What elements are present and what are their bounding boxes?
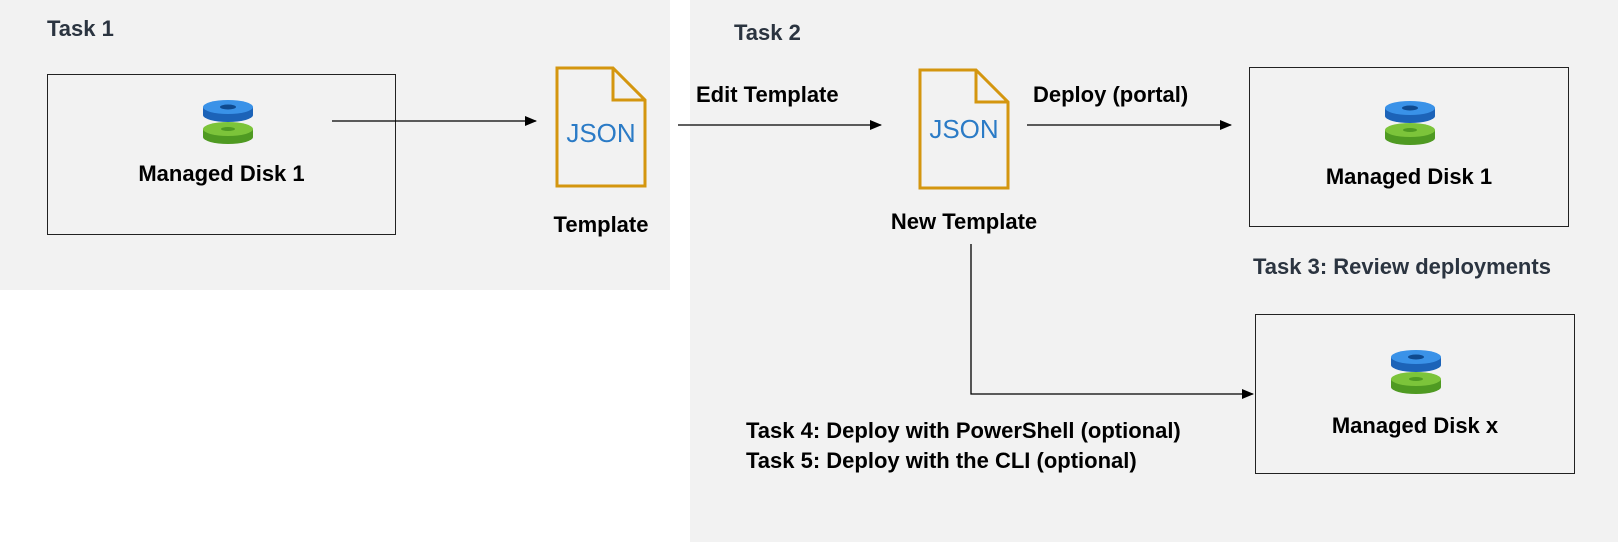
json-file-icon: JSON [555, 66, 647, 188]
json-text: JSON [929, 114, 998, 144]
task1-title: Task 1 [47, 16, 114, 41]
task2-title: Task 2 [734, 20, 801, 45]
new-template-label: New Template [890, 209, 1038, 234]
json-file-icon: JSON [918, 68, 1010, 190]
managed-disk-1-label: Managed Disk 1 [1325, 164, 1493, 189]
managed-disk-1-box: Managed Disk 1 [1249, 67, 1569, 227]
managed-disk-x-box: Managed Disk x [1255, 314, 1575, 474]
managed-disk-icon [203, 100, 253, 144]
json-text: JSON [566, 118, 635, 148]
template-label: Template [553, 212, 649, 237]
task5-label: Task 5: Deploy with the CLI (optional) [746, 448, 1137, 473]
edit-template-label: Edit Template [696, 82, 839, 107]
managed-disk-icon [1385, 101, 1435, 145]
managed-disk-x-label: Managed Disk x [1331, 413, 1499, 438]
deploy-portal-label: Deploy (portal) [1033, 82, 1189, 107]
task4-label: Task 4: Deploy with PowerShell (optional… [746, 418, 1181, 443]
task3-label: Task 3: Review deployments [1253, 254, 1551, 279]
managed-disk-icon [1391, 350, 1441, 394]
managed-disk-1-box: Managed Disk 1 [47, 74, 396, 235]
managed-disk-1-label: Managed Disk 1 [138, 161, 305, 186]
